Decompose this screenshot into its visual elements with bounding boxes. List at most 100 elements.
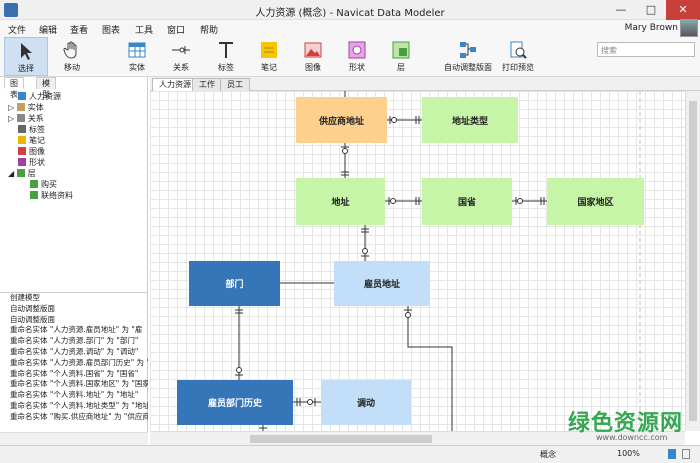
tree-label: 关系 — [27, 114, 44, 123]
relation-label: 关系 — [173, 63, 189, 72]
shape-tool-button[interactable]: 形状 — [338, 37, 376, 76]
tree-item-entity[interactable]: ▷ 实体 — [8, 103, 44, 112]
move-label: 移动 — [64, 63, 80, 72]
tree-label: 标签 — [29, 125, 45, 134]
entity-label: 实体 — [129, 63, 145, 72]
image-tool-button[interactable]: 图像 — [294, 37, 332, 76]
entity-country-region[interactable]: 国家地区 — [547, 178, 644, 225]
window-title: 人力资源 (概念) - Navicat Data Modeler — [255, 8, 445, 19]
select-tool-button[interactable]: 选择 — [4, 37, 48, 76]
tree-item-label[interactable]: 标签 — [18, 124, 45, 135]
cursor-icon — [21, 43, 32, 60]
tree-item-layer[interactable]: ◢ 层 — [8, 169, 36, 178]
canvas-hscrollbar[interactable] — [150, 431, 685, 445]
watermark-url: www.downcc.com — [596, 433, 668, 442]
label-tool-button[interactable]: 标签 — [207, 37, 245, 76]
hand-icon — [63, 41, 77, 59]
layer-icon — [30, 180, 38, 188]
label-label: 标签 — [218, 63, 234, 72]
tree-label: 图像 — [29, 147, 45, 156]
entity-supplier-address[interactable]: 供应商地址 — [296, 97, 387, 143]
note-label: 笔记 — [261, 63, 277, 72]
panel-toggle-icon[interactable] — [682, 449, 690, 459]
layer-icon — [16, 169, 25, 177]
select-label: 选择 — [18, 64, 34, 73]
image-icon — [304, 42, 322, 58]
note-icon — [18, 136, 26, 144]
menu-window[interactable]: 窗口 — [167, 26, 186, 36]
tree-item-image[interactable]: 图像 — [18, 146, 45, 157]
table-icon — [128, 42, 146, 58]
left-hscrollbar[interactable] — [0, 432, 148, 445]
entity-icon — [16, 103, 25, 111]
relation-line — [407, 306, 453, 431]
entity-transfer[interactable]: 调动 — [321, 380, 411, 425]
search-input[interactable]: 搜索 — [597, 42, 695, 57]
shape-icon — [18, 158, 26, 166]
zoom-level[interactable]: 100% — [617, 449, 640, 458]
menu-edit[interactable]: 编辑 — [39, 26, 58, 36]
print-preview-button[interactable]: 打印预览 — [498, 37, 538, 76]
log-line: 重命名实体 "个人资料.国家地区" 为 "国家 — [10, 379, 148, 389]
tab-model[interactable]: 模型 — [36, 77, 56, 99]
print-preview-icon — [510, 41, 527, 59]
entity-label: 供应商地址 — [318, 116, 364, 127]
canvas-vscrollbar[interactable] — [685, 91, 700, 431]
image-label: 图像 — [305, 63, 321, 72]
entity-address[interactable]: 地址 — [296, 178, 385, 225]
status-bar: 概念 100% — [0, 445, 700, 463]
toolbar: 选择 移动 实体 关系 标签 笔记 图像 形状 层 自动调整版面 打印预览 — [0, 37, 700, 77]
tree-label: 联络资料 — [41, 191, 73, 200]
menu-diagram[interactable]: 图表 — [102, 26, 121, 36]
entity-province[interactable]: 国省 — [422, 178, 512, 225]
tree-item-note[interactable]: 笔记 — [18, 135, 45, 146]
tab-work[interactable]: 工作 — [192, 78, 222, 91]
menu-view[interactable]: 查看 — [70, 26, 89, 36]
menu-help[interactable]: 帮助 — [200, 26, 219, 36]
diagram-canvas[interactable]: 供应商地址 地址类型 地址 国省 国家地区 部门 雇员地址 雇员部门历史 调动 — [150, 91, 685, 431]
tree-item-contact[interactable]: 联络资料 — [30, 190, 73, 201]
log-line: 重命名实体 "个人资料.国省" 为 "国省" — [10, 368, 139, 378]
tree-item-purchase[interactable]: 购买 — [30, 179, 57, 190]
avatar[interactable] — [680, 19, 698, 37]
tree-item-relation[interactable]: ▷ 关系 — [8, 114, 44, 123]
tab-diagram[interactable]: 图表 — [4, 77, 24, 99]
view-toggle-icon[interactable] — [668, 449, 676, 459]
tree-label: 层 — [27, 169, 36, 178]
tree-item-shape[interactable]: 形状 — [18, 157, 45, 168]
tree-label: 笔记 — [29, 136, 45, 145]
tree-label: 人力资源 — [29, 92, 61, 101]
minimize-button[interactable]: — — [615, 3, 627, 16]
menu-tools[interactable]: 工具 — [135, 26, 154, 36]
entity-employee-dept-history[interactable]: 雇员部门历史 — [177, 380, 293, 425]
scroll-thumb[interactable] — [689, 101, 697, 421]
text-icon — [18, 125, 26, 133]
entity-label: 地址 — [331, 198, 350, 208]
entity-department[interactable]: 部门 — [189, 261, 280, 306]
diagram-icon — [18, 92, 26, 100]
menu-file[interactable]: 文件 — [8, 26, 27, 36]
left-panel: 图表 模型 人力资源 ▷ 实体 ▷ 关系 标签 笔记 图像 形状 ◢ 层 购买 … — [0, 77, 148, 445]
entity-employee-address[interactable]: 雇员地址 — [334, 261, 430, 306]
maximize-button[interactable]: □ — [645, 3, 657, 16]
note-tool-button[interactable]: 笔记 — [250, 37, 288, 76]
log-line: 重命名实体 "人力资源.雇员地址" 为 "雇 — [10, 325, 143, 335]
entity-label: 国家地区 — [577, 198, 614, 208]
entity-tool-button[interactable]: 实体 — [118, 37, 156, 76]
tab-employee[interactable]: 员工 — [220, 78, 250, 91]
shape-label: 形状 — [349, 63, 365, 72]
log-line: 重命名实体 "人力资源.部门" 为 "部门" — [10, 336, 139, 346]
log-line: 重命名实体 "个人资料.地址类型" 为 "地址 — [10, 400, 148, 410]
auto-layout-button[interactable]: 自动调整版面 — [443, 37, 493, 76]
log-line: 重命名实体 "人力资源.调动" 为 "调动" — [10, 346, 139, 356]
close-button[interactable]: ✕ — [666, 0, 700, 20]
move-tool-button[interactable]: 移动 — [52, 37, 92, 76]
relation-tool-button[interactable]: 关系 — [162, 37, 200, 76]
tree-label: 购买 — [41, 180, 57, 189]
tree-item-hr[interactable]: 人力资源 — [18, 91, 61, 102]
entity-address-type[interactable]: 地址类型 — [422, 97, 518, 143]
layer-tool-button[interactable]: 层 — [382, 37, 420, 76]
log-line: 创建模型 — [10, 293, 40, 302]
user-name[interactable]: Mary Brown — [624, 23, 678, 33]
scroll-thumb[interactable] — [250, 435, 432, 443]
